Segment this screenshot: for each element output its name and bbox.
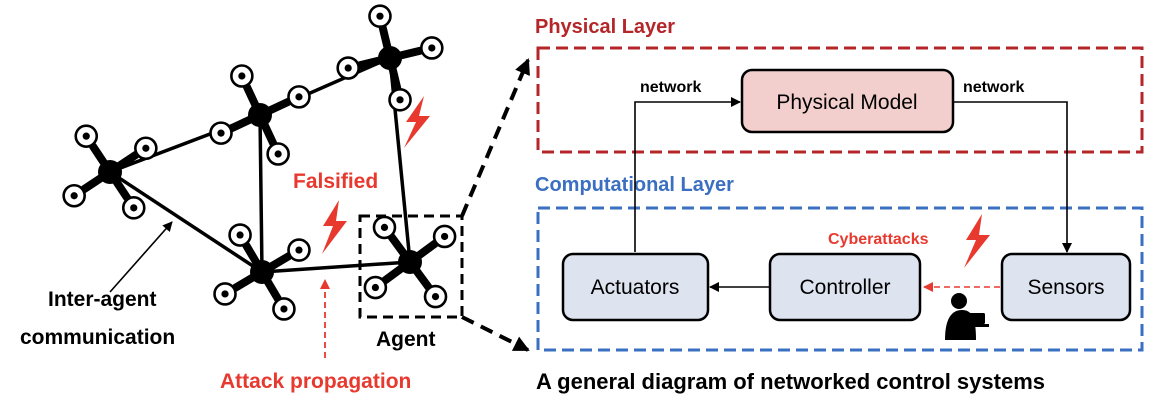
agent-label: Agent (376, 328, 436, 351)
link-b-d (258, 114, 264, 273)
physical-layer-box (536, 46, 1144, 154)
link-d-e (261, 260, 411, 274)
controller-label: Controller (799, 276, 890, 299)
lightning-bolt-icon (964, 214, 990, 268)
hacker-icon (945, 293, 989, 340)
sensors-box (1000, 252, 1132, 322)
network-label-left: network (640, 79, 701, 96)
quadcopter-icon (336, 4, 444, 112)
sensors-label: Sensors (1027, 276, 1104, 299)
falsified-label: Falsified (293, 170, 378, 193)
link-a-d (109, 170, 263, 274)
zoom-arrow-top (460, 58, 530, 217)
actuator-to-model-link (634, 97, 741, 252)
inter-agent-label-line2: communication (20, 326, 175, 349)
quadcopter-icon (363, 215, 457, 309)
physical-layer-title: Physical Layer (535, 16, 675, 38)
controller-box (768, 252, 922, 322)
inter-agent-label-line1: Inter-agent (48, 288, 157, 311)
quadcopter-icon (62, 124, 158, 220)
ncs-diagram: Physical Layer Physical Model network ne… (535, 16, 1144, 394)
lightning-bolt-icon (322, 200, 347, 254)
quadcopter-icon (209, 64, 311, 166)
ncs-caption: A general diagram of networked control s… (536, 369, 1045, 394)
agent-network: Falsified Agent Inter-agent communicatio… (20, 4, 530, 393)
physical-model-box (740, 68, 955, 134)
actuators-label: Actuators (591, 276, 680, 299)
inter-agent-arrow (109, 221, 173, 293)
zoom-arrow-bottom (461, 315, 530, 352)
attack-propagation-label: Attack propagation (220, 370, 411, 393)
actuators-box (561, 252, 710, 322)
physical-model-label: Physical Model (776, 91, 917, 114)
network-label-right: network (963, 79, 1024, 96)
computational-layer-box (536, 206, 1144, 352)
lightning-bolt-icon (404, 96, 430, 148)
model-to-sensors-link (953, 101, 1072, 253)
agent-highlight-box (358, 214, 464, 319)
cyberattacks-label: Cyberattacks (828, 231, 929, 248)
quadcopter-icon (213, 223, 311, 321)
